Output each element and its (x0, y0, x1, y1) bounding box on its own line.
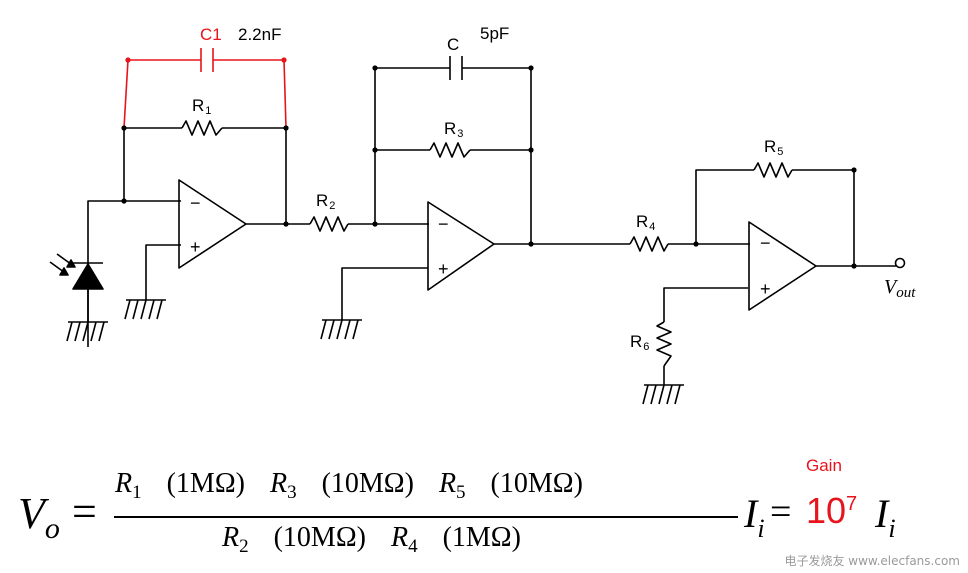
r4-label: R4 (636, 212, 655, 233)
stage1-wiring (87, 127, 310, 347)
r1-label: R1 (192, 96, 211, 117)
eq-lhs: Vo (18, 489, 60, 545)
eq-current: Ii (744, 491, 765, 543)
gain-value: 107 (806, 490, 858, 531)
watermark: 电子发烧友 www.elecfans.com (784, 554, 960, 568)
ground-opamp-2 (320, 319, 362, 340)
junction-dots (121, 65, 857, 269)
opamp-3-minus: − (760, 233, 771, 253)
ground-opamp-1 (124, 299, 166, 320)
c1-value: 2.2nF (238, 25, 281, 44)
opamp-2 (427, 201, 495, 291)
r1-resistor (181, 120, 223, 136)
r5-resistor (753, 162, 793, 178)
opamp-1-minus: − (190, 193, 201, 213)
opamp-1-plus: + (190, 237, 201, 257)
c1-junction-dots (125, 57, 287, 63)
r2-resistor (309, 216, 349, 232)
eq-equals: = (72, 487, 97, 536)
opamp-3 (748, 221, 817, 311)
photodiode (49, 253, 104, 322)
eq-current-2: Ii (875, 491, 896, 543)
eq-numerator: R1 (1MΩ) R3 (10MΩ) R5 (10MΩ) (115, 468, 583, 503)
opamp-3-plus: + (760, 279, 771, 299)
eq-fraction-bar (114, 516, 738, 518)
r5-label: R5 (764, 137, 783, 158)
r6-resistor (656, 321, 672, 367)
vout-terminal (894, 257, 906, 269)
r3-label: R3 (444, 119, 463, 140)
vout-label: Vout (884, 276, 916, 301)
r3-resistor (429, 142, 471, 158)
ground-photodiode (66, 321, 108, 342)
stage3-wiring (663, 169, 896, 385)
circuit-schematic: C1 2.2nF C 5pF R1 R2 R3 R4 R5 R6 − + − +… (49, 24, 916, 405)
opamp-2-plus: + (438, 259, 449, 279)
c-label: C (447, 35, 459, 54)
eq-equals-2: = (770, 491, 792, 533)
c-value: 5pF (480, 24, 509, 43)
r2-label: R2 (316, 191, 335, 212)
c-feedback-capacitor (449, 56, 463, 80)
r6-label: R6 (630, 332, 649, 353)
gain-label: Gain (806, 456, 842, 475)
eq-denominator: R2 (10MΩ) R4 (1MΩ) (222, 522, 521, 557)
c1-label: C1 (200, 25, 222, 44)
opamp-2-minus: − (438, 214, 449, 234)
opamp-1 (178, 179, 247, 269)
r4-resistor (629, 236, 669, 252)
stage2-wiring (341, 67, 630, 320)
ground-r6 (642, 384, 684, 405)
